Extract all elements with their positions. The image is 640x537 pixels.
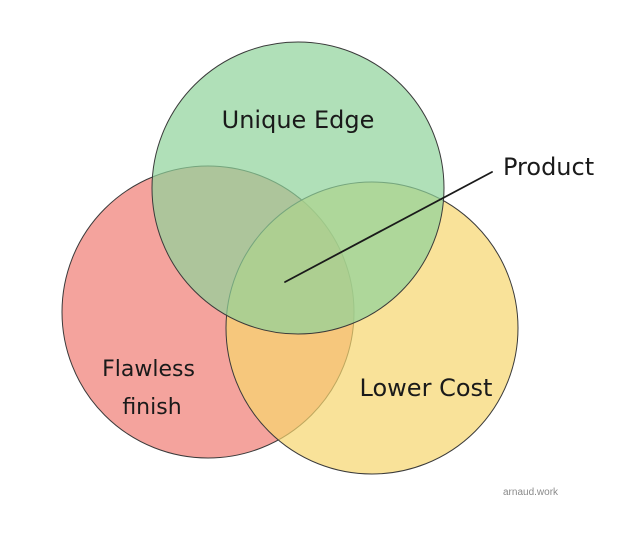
label-flawless-finish-line-1: Flawless	[102, 357, 195, 382]
circle-unique-edge	[151, 41, 445, 335]
label-flawless-finish-line-2: finish	[122, 395, 181, 420]
product-callout-line	[284, 171, 493, 283]
label-lower-cost-line-1: Lower Cost	[360, 374, 493, 402]
credit-text: arnaud.work	[503, 487, 559, 498]
label-lower-cost: Lower Cost	[360, 374, 493, 402]
label-unique-edge: Unique Edge	[222, 106, 375, 134]
label-product: Product	[503, 153, 594, 181]
label-flawless-finish: Flawless finish	[102, 357, 202, 420]
label-unique-edge-line-1: Unique Edge	[222, 106, 375, 134]
